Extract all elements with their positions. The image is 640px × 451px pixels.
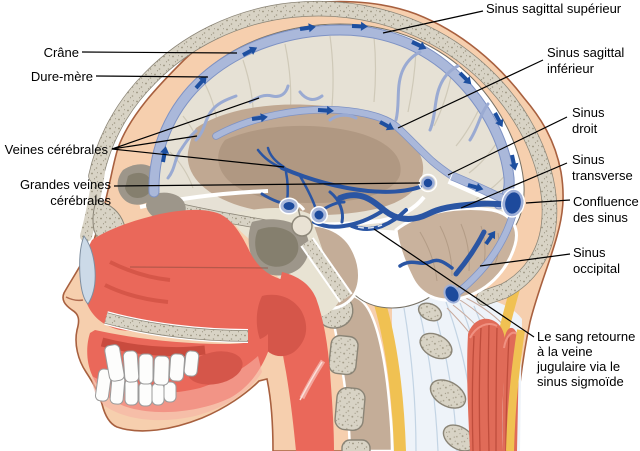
skull: [80, 0, 558, 306]
leader-lines: [81, 10, 571, 338]
leader-sinus-sagittal-inferieur: [397, 59, 544, 129]
neck-layers: [316, 277, 525, 451]
face-structures: [65, 164, 353, 451]
leader-crane: [81, 51, 238, 54]
label-grandes-veines-cerebrales: Grandes veines cérébrales: [19, 177, 111, 208]
leader-sinus-transverse: [460, 162, 568, 209]
sigmoid-segment: [453, 229, 487, 277]
leader-sinus-occipital: [479, 253, 571, 267]
subcutaneous-fat: [506, 329, 525, 451]
label-dure-mere: Dure-mère: [30, 69, 93, 84]
great-cerebral-vein-dot: [421, 176, 435, 190]
mouth-shadow: [187, 351, 243, 385]
nasal-cartilage: [79, 234, 96, 305]
turbinate-crease: [129, 266, 269, 269]
label-veines-cerebrales: Veines cérébrales: [4, 142, 108, 157]
nostril-line: [65, 296, 84, 302]
superior-sagittal-sinus: [149, 25, 514, 209]
jugular-bulb: [443, 284, 461, 304]
label-confluence-des-sinus: Confluence des sinus: [573, 194, 639, 225]
venous-system: [148, 24, 525, 304]
label-sinus-sagittal-superieur: Sinus sagittal supérieur: [486, 1, 622, 16]
label-sinus-transverse: Sinus transverse: [572, 152, 633, 183]
cerebral-veins: [166, 50, 490, 180]
leader-sinus-sagittal-superieur: [382, 10, 484, 34]
nasal-cavity: [83, 209, 295, 343]
leader-retour-sang: [373, 228, 535, 338]
label-retour-sang: Le sang retourne à la veine jugulaire vi…: [537, 329, 636, 389]
label-sinus-droit: Sinus droit: [572, 105, 605, 136]
leader-veines-cerebrales-3: [111, 148, 285, 168]
frontal-bone: [80, 166, 105, 242]
skull-band: [89, 1, 557, 305]
label-crane: Crâne: [43, 45, 79, 60]
confluence-blob: [502, 189, 524, 217]
ligamenta-flava-strip: [374, 298, 406, 451]
inferior-sagittal-sinus: [213, 106, 455, 179]
leader-sinus-droit: [447, 116, 568, 176]
label-sinus-sagittal-inferieur: Sinus sagittal inférieur: [547, 45, 625, 76]
soft-palate: [256, 294, 307, 357]
hard-palate: [104, 313, 249, 341]
label-sinus-occipital: Sinus occipital: [573, 245, 620, 276]
pituitary: [291, 215, 313, 237]
clivus: [302, 238, 351, 302]
transverse-sinus: [337, 192, 513, 222]
vein-cross-section: [280, 199, 298, 213]
leader-veines-cerebrales-2: [111, 135, 198, 150]
teeth: [94, 344, 200, 407]
spinous-processes: [417, 302, 476, 451]
deep-veins: [256, 146, 513, 270]
vein-cross-section: [311, 207, 327, 223]
leader-veines-cerebrales-1: [111, 97, 260, 150]
leader-dure-mere: [95, 75, 209, 78]
turbinates: [104, 260, 171, 304]
leader-grandes-veines: [113, 182, 421, 187]
leader-confluence: [525, 199, 571, 204]
